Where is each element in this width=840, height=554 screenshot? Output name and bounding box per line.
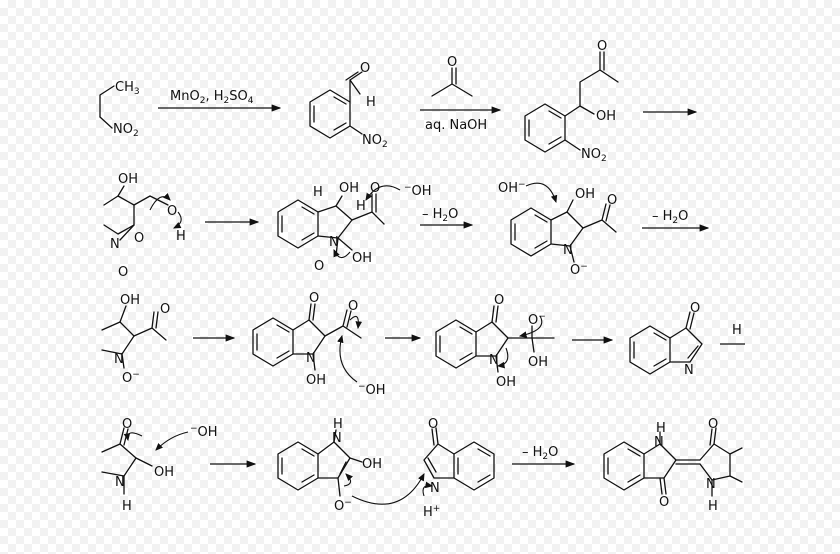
svg-text:O: O	[597, 39, 607, 54]
cut-off-label: H	[732, 323, 742, 338]
indolone: O N	[629, 301, 703, 378]
svg-text:N: N	[306, 351, 316, 366]
svg-text:O: O	[607, 193, 617, 208]
svg-text:O: O	[494, 293, 504, 308]
svg-text:NO2: NO2	[113, 122, 139, 139]
hydroxy-indoxyl: O −OH OH N H	[101, 417, 218, 514]
nitrobenzaldehyde: O H NO2	[309, 61, 388, 150]
svg-text:H: H	[708, 499, 718, 514]
aldol-step: O aq. NaOH	[420, 55, 502, 133]
svg-text:OH−: OH−	[498, 180, 526, 196]
svg-text:−OH: −OH	[358, 382, 386, 398]
svg-text:NO2: NO2	[362, 133, 388, 150]
svg-text:O: O	[118, 265, 128, 280]
svg-text:OH: OH	[120, 293, 140, 308]
aldol-product: O OH NO2	[524, 39, 619, 164]
svg-text:N: N	[489, 353, 499, 368]
svg-text:O: O	[348, 299, 358, 314]
svg-text:N: N	[110, 237, 120, 252]
tetrahedral-intermediate: O O− N OH OH	[435, 293, 555, 390]
indigo: H N O O N H	[603, 417, 743, 514]
svg-text:−OH: −OH	[404, 183, 432, 199]
svg-text:O: O	[447, 55, 457, 70]
svg-text:O: O	[122, 417, 132, 432]
hydroxy-indole-n-oxide: OH O N O−	[101, 293, 170, 386]
svg-text:OH: OH	[306, 373, 326, 388]
svg-text:OH: OH	[596, 109, 616, 124]
svg-text:CH3: CH3	[115, 80, 140, 97]
nitrotoluene-fragment: CH3 NO2	[99, 80, 140, 139]
svg-text:N: N	[706, 477, 716, 492]
svg-text:H: H	[333, 417, 343, 432]
dehydration-step-1: – H2O	[420, 207, 474, 229]
reagent-mno2-h2so4: MnO2, H2SO4	[170, 89, 254, 106]
svg-text:H: H	[176, 229, 186, 244]
svg-text:O−: O−	[334, 498, 352, 514]
acetone-structure	[431, 67, 473, 97]
svg-text:OH: OH	[118, 172, 138, 187]
svg-text:O: O	[690, 301, 700, 316]
svg-text:OH: OH	[528, 355, 548, 370]
svg-text:NO2: NO2	[581, 147, 607, 164]
svg-text:O: O	[167, 204, 177, 219]
svg-text:– H2O: – H2O	[652, 209, 688, 226]
dehydration-step-3: – H2O	[512, 445, 576, 468]
enolate-intermediate: H N OH O−	[277, 417, 425, 514]
svg-text:– H2O: – H2O	[422, 207, 458, 224]
svg-text:H: H	[656, 421, 666, 436]
svg-text:H: H	[356, 199, 366, 214]
svg-text:O−: O−	[528, 312, 546, 328]
svg-text:O: O	[659, 495, 669, 510]
svg-text:OH: OH	[339, 181, 359, 196]
svg-text:OH: OH	[575, 187, 595, 202]
svg-text:O−: O−	[122, 370, 140, 386]
svg-text:H: H	[122, 499, 132, 514]
svg-text:O: O	[160, 302, 170, 317]
svg-text:O: O	[134, 231, 144, 246]
svg-text:O: O	[309, 291, 319, 306]
svg-text:N: N	[332, 431, 342, 446]
cyclized-intermediate: H OH H −OH O N O OH	[277, 181, 432, 274]
svg-text:O: O	[314, 259, 324, 274]
svg-text:OH: OH	[362, 457, 382, 472]
svg-text:O: O	[708, 417, 718, 432]
svg-text:N: N	[654, 435, 664, 450]
oxidation-step: MnO2, H2SO4	[158, 89, 282, 112]
nitro-aldol-intermediate: OH O H N O O	[103, 172, 186, 280]
svg-text:– H2O: – H2O	[522, 445, 558, 462]
svg-text:−OH: −OH	[190, 424, 218, 440]
svg-text:H: H	[366, 95, 376, 110]
svg-text:H+: H+	[423, 504, 440, 520]
svg-text:N: N	[684, 363, 694, 378]
svg-text:O: O	[360, 61, 370, 76]
svg-text:N: N	[430, 481, 440, 496]
dehydration-step-2: – H2O	[642, 209, 710, 232]
svg-text:N: N	[329, 235, 339, 250]
svg-text:O: O	[370, 181, 380, 196]
reagent-aq-naoh: aq. NaOH	[425, 118, 487, 133]
svg-text:OH: OH	[154, 465, 174, 480]
svg-text:OH: OH	[352, 251, 372, 266]
svg-text:O−: O−	[570, 262, 588, 278]
svg-text:N: N	[563, 243, 573, 258]
svg-text:OH: OH	[496, 375, 516, 390]
nitronate-intermediate: OH− OH O N O−	[498, 180, 617, 278]
svg-text:N: N	[115, 475, 125, 490]
svg-text:O: O	[428, 417, 438, 432]
indolone-electrophile: O N H+	[422, 417, 495, 520]
svg-text:H: H	[313, 185, 323, 200]
svg-text:N: N	[114, 352, 124, 367]
indoxyl-acetyl-intermediate: O O N OH −OH	[252, 291, 386, 398]
